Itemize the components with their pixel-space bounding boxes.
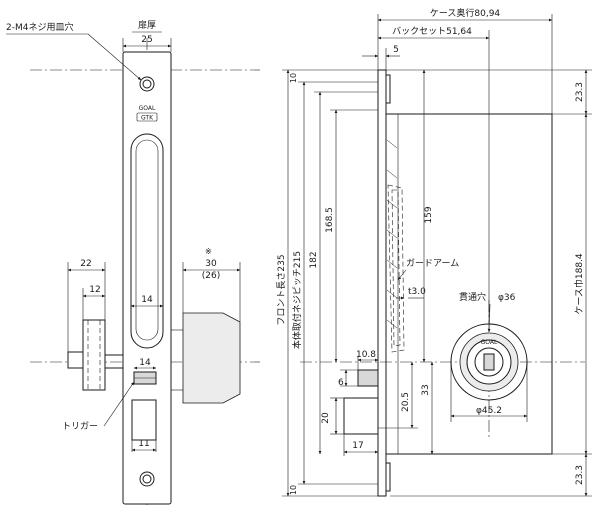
left-front-view: GOAL GTK 25 扉厚 2-M4ネジ — [6, 19, 260, 505]
screw-hole-top — [139, 76, 155, 92]
side-bolt — [343, 397, 379, 435]
front-length-label: フロント長さ235 — [276, 254, 287, 325]
guard-arm — [387, 184, 405, 353]
dim-5: 5 — [393, 45, 399, 55]
svg-text:GOAL: GOAL — [481, 339, 498, 346]
dim-17: 17 — [352, 441, 363, 451]
cylinder-body — [182, 312, 241, 404]
dim-25: 25 — [141, 35, 152, 45]
dim-14-trigger: 14 — [139, 358, 151, 368]
dim-22: 22 — [80, 259, 91, 269]
dim-159: 159 — [424, 206, 434, 223]
dim-11: 11 — [138, 439, 149, 449]
dim-10-8: 10.8 — [356, 350, 376, 360]
strike-window — [131, 399, 157, 441]
through-hole-label: 貫通穴 — [459, 291, 486, 303]
thickness-t3: t3.0 — [408, 287, 426, 297]
brand-logo: GOAL GTK — [136, 105, 158, 122]
screw-hole-bottom — [139, 471, 155, 487]
phi45-label: φ45.2 — [476, 406, 502, 416]
backset-label: バックセット51,64 — [392, 26, 472, 37]
svg-text:GTK: GTK — [141, 115, 154, 122]
dim-23-3-top: 23.3 — [575, 82, 585, 102]
phi36-label: φ36 — [498, 293, 516, 303]
dim-182: 182 — [309, 251, 319, 268]
dim-30-sub: (26) — [202, 271, 220, 281]
svg-text:GOAL: GOAL — [139, 105, 156, 112]
dim-10-bottom: 10 — [289, 485, 298, 495]
side-trigger — [357, 369, 379, 387]
dim-20: 20 — [321, 412, 331, 424]
dim-12: 12 — [89, 285, 100, 295]
case-body — [385, 113, 553, 455]
dim-14-slot: 14 — [141, 295, 153, 305]
guard-arm-label: ガードアーム — [406, 258, 459, 269]
case-width-label: ケース巾188.4 — [573, 253, 585, 315]
dim-23-3-bottom: 23.3 — [575, 465, 585, 485]
latch-slot — [130, 133, 164, 349]
note-mark: ※ — [205, 247, 212, 256]
mount-pitch-label: 本体取付ネジピッチ215 — [291, 251, 303, 349]
dim-30: 30 — [205, 259, 217, 269]
case-depth-label: ケース奥行80,94 — [430, 7, 501, 19]
screw-hole-callout: 2-M4ネジ用皿穴 — [6, 21, 73, 33]
dim-168-5: 168.5 — [325, 207, 335, 233]
dim-6: 6 — [338, 378, 344, 388]
dim-20-5: 20.5 — [401, 392, 411, 412]
front-plate — [122, 51, 172, 505]
right-side-view: GOAL ケース奥行80,94 バックセット51,64 5 フロント長さ235 … — [276, 7, 592, 497]
side-case — [82, 319, 106, 391]
dim-33: 33 — [421, 384, 431, 395]
side-front-plate — [377, 69, 387, 497]
door-thickness-label: 扉厚 — [138, 19, 156, 31]
trigger-label: トリガー — [62, 421, 98, 432]
dim-10-top: 10 — [289, 73, 298, 83]
